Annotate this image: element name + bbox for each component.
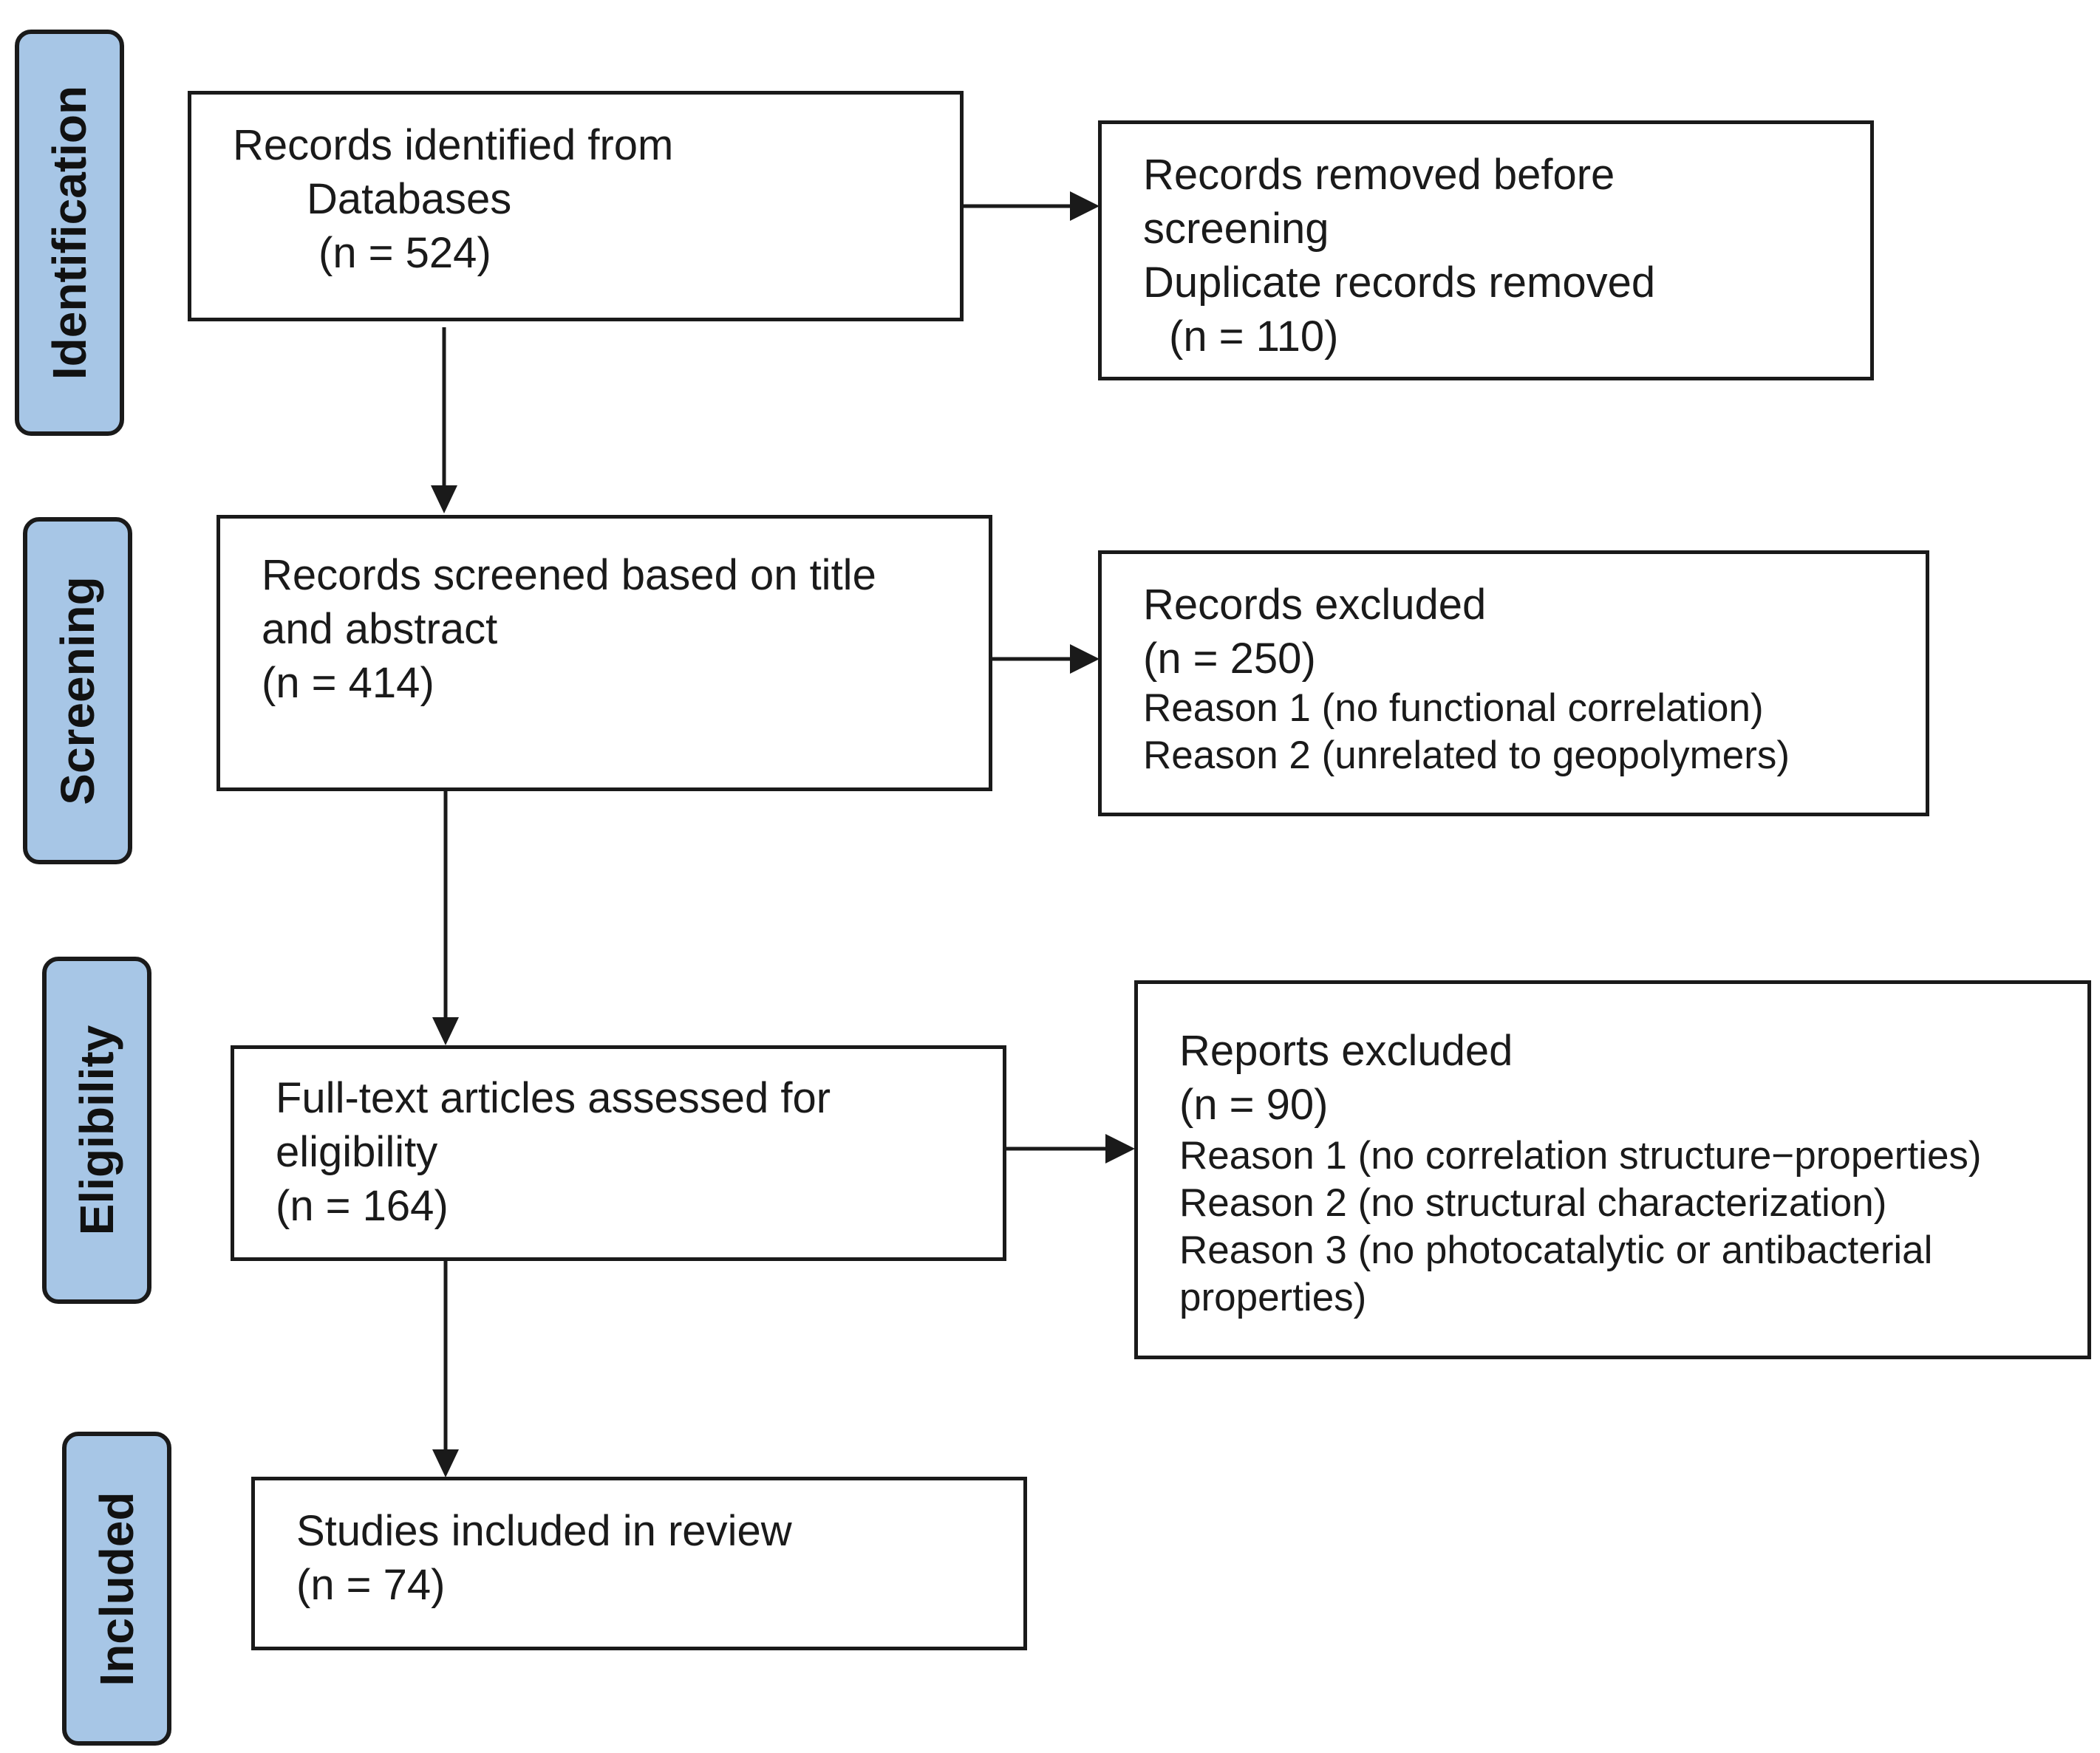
studies-included-box: Studies included in review (n = 74) xyxy=(251,1477,1027,1650)
records-identified-line1: Records identified from xyxy=(233,121,674,169)
arrowhead-down-1 xyxy=(431,485,457,513)
arrowhead-down-2 xyxy=(432,1017,459,1045)
stage-screening: Screening xyxy=(23,517,132,864)
records-identified-box: Records identified from Databases (n = 5… xyxy=(188,91,964,321)
stage-eligibility: Eligibility xyxy=(42,957,151,1304)
records-excluded-box: Records excluded (n = 250) Reason 1 (no … xyxy=(1098,550,1929,816)
reports-excluded-reason1: Reason 1 (no correlation structure−prope… xyxy=(1179,1134,1982,1178)
studies-included-line1: Studies included in review xyxy=(296,1507,792,1555)
stage-included: Included xyxy=(62,1432,171,1746)
full-text-assessed-line1: Full-text articles assessed for xyxy=(276,1074,831,1122)
reports-excluded-box: Reports excluded (n = 90) Reason 1 (no c… xyxy=(1134,980,2091,1359)
arrowhead-right-1 xyxy=(1070,191,1100,221)
records-screened-box: Records screened based on title and abst… xyxy=(217,515,992,791)
records-removed-box: Records removed before screening Duplica… xyxy=(1098,120,1874,380)
arrowhead-down-3 xyxy=(432,1449,459,1477)
full-text-assessed-box: Full-text articles assessed for eligibil… xyxy=(231,1045,1006,1261)
arrowhead-right-2 xyxy=(1070,644,1100,674)
records-excluded-reason2: Reason 2 (unrelated to geopolymers) xyxy=(1143,734,1790,777)
records-removed-line3: Duplicate records removed xyxy=(1143,259,1656,307)
stage-identification: Identification xyxy=(15,30,124,436)
records-excluded-line1: Records excluded xyxy=(1143,581,1487,629)
records-removed-count: (n = 110) xyxy=(1169,312,1339,360)
studies-included-count: (n = 74) xyxy=(296,1561,446,1609)
records-removed-line1: Records removed before xyxy=(1143,151,1615,199)
records-screened-line2: and abstract xyxy=(262,605,498,653)
records-identified-count: (n = 524) xyxy=(318,229,491,277)
reports-excluded-reason3-cont: properties) xyxy=(1179,1276,1367,1319)
arrowhead-right-3 xyxy=(1105,1134,1135,1163)
records-screened-line1: Records screened based on title xyxy=(262,551,876,599)
reports-excluded-count: (n = 90) xyxy=(1179,1081,1329,1129)
records-removed-line2: screening xyxy=(1143,205,1329,253)
reports-excluded-reason3: Reason 3 (no photocatalytic or antibacte… xyxy=(1179,1229,1933,1272)
records-excluded-count: (n = 250) xyxy=(1143,635,1316,683)
reports-excluded-line1: Reports excluded xyxy=(1179,1027,1513,1075)
records-identified-line2: Databases xyxy=(307,175,512,223)
records-screened-count: (n = 414) xyxy=(262,659,434,707)
full-text-assessed-line2: eligibility xyxy=(276,1128,438,1176)
reports-excluded-reason2: Reason 2 (no structural characterization… xyxy=(1179,1181,1887,1225)
full-text-assessed-count: (n = 164) xyxy=(276,1182,449,1230)
records-excluded-reason1: Reason 1 (no functional correlation) xyxy=(1143,686,1764,730)
